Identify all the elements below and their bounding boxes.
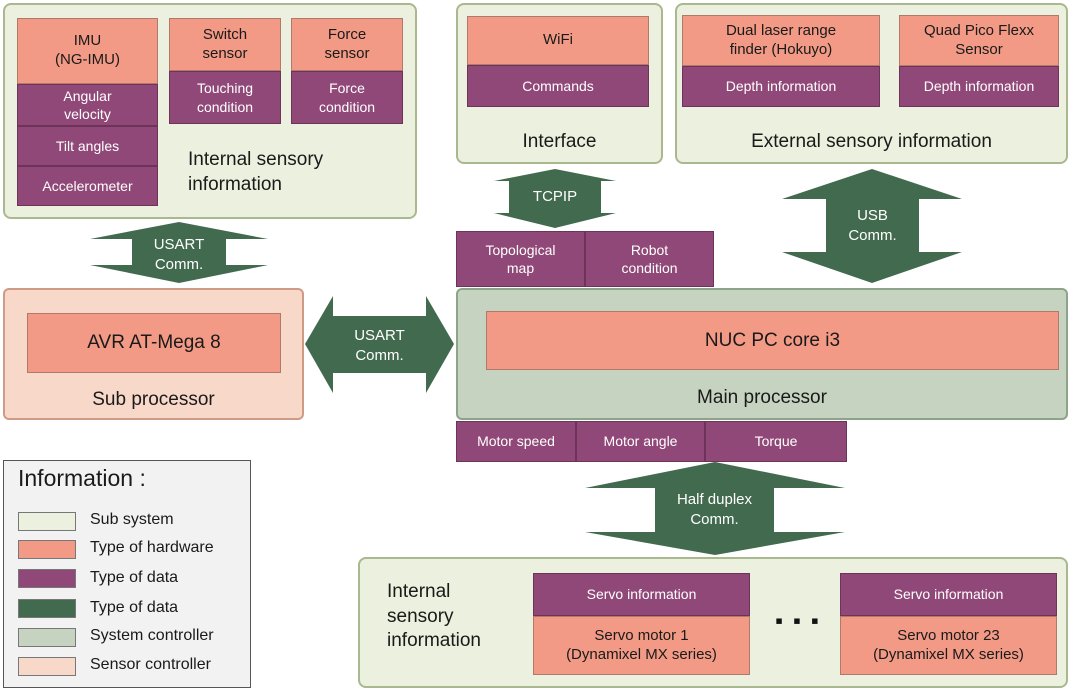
servo23-information-data: Servo information bbox=[840, 573, 1057, 616]
legend-label-sub-system: Sub system bbox=[90, 511, 174, 528]
usart-mid-arrow bbox=[305, 296, 454, 393]
half-duplex-arrow bbox=[585, 462, 845, 555]
legend-swatch-system-controller bbox=[18, 628, 76, 647]
servo-motor-1-hardware: Servo motor 1 (Dynamixel MX series) bbox=[533, 616, 750, 675]
force-sensor-hardware: Force sensor bbox=[291, 18, 403, 71]
internal-sensory-top-title: Internal sensory information bbox=[188, 149, 324, 195]
usb-arrow bbox=[782, 169, 962, 283]
legend-title: Information : bbox=[18, 465, 146, 491]
half-duplex-label: Half duplex Comm. bbox=[676, 491, 753, 528]
usart-top-label: USART Comm. bbox=[153, 236, 205, 273]
robot-condition-data: Robot condition bbox=[585, 231, 714, 287]
interface-title: Interface bbox=[522, 131, 597, 152]
tcpip-arrow bbox=[494, 169, 616, 228]
force-condition-data: Force condition bbox=[291, 71, 403, 124]
internal-sensory-bottom-title: Internal sensory information bbox=[387, 581, 481, 652]
wifi-hardware: WiFi bbox=[467, 16, 649, 65]
sub-processor-title: Sub processor bbox=[92, 389, 215, 410]
nuc-chip-hardware: NUC PC core i3 bbox=[486, 311, 1059, 370]
avr-chip-hardware: AVR AT-Mega 8 bbox=[27, 313, 281, 373]
laser-range-finder-hardware: Dual laser range finder (Hokuyo) bbox=[682, 15, 880, 66]
ellipsis-dots: ▪ ▪ ▪ bbox=[775, 608, 821, 633]
servo-motor-23-hardware: Servo motor 23 (Dynamixel MX series) bbox=[840, 616, 1057, 675]
imu-hardware: IMU (NG-IMU) bbox=[17, 18, 158, 84]
legend-label-system-controller: System controller bbox=[90, 627, 214, 644]
legend-label-data: Type of data bbox=[90, 569, 179, 586]
accelerometer-data: Accelerometer bbox=[17, 166, 158, 206]
legend-swatch-sub-system bbox=[18, 512, 76, 531]
legend-swatch-hardware bbox=[18, 540, 76, 559]
pico-flexx-hardware: Quad Pico Flexx Sensor bbox=[899, 15, 1059, 66]
legend-label-comm: Type of data bbox=[90, 599, 179, 616]
topological-map-data: Topological map bbox=[456, 231, 585, 287]
pico-depth-data: Depth information bbox=[899, 66, 1059, 107]
legend-swatch-sensor-controller bbox=[18, 657, 76, 676]
legend-swatch-comm bbox=[18, 599, 76, 618]
commands-data: Commands bbox=[467, 65, 649, 107]
torque-data: Torque bbox=[705, 421, 847, 462]
usart-mid-label: USART Comm. bbox=[354, 327, 405, 364]
servo1-information-data: Servo information bbox=[533, 573, 750, 616]
external-sensory-title: External sensory information bbox=[751, 131, 992, 152]
main-processor-title: Main processor bbox=[697, 387, 827, 408]
legend-label-sensor-controller: Sensor controller bbox=[90, 656, 211, 673]
tcpip-label: TCPIP bbox=[532, 188, 578, 205]
switch-sensor-hardware: Switch sensor bbox=[169, 18, 281, 71]
motor-speed-data: Motor speed bbox=[456, 421, 576, 462]
legend-label-hardware: Type of hardware bbox=[90, 539, 214, 556]
motor-angle-data: Motor angle bbox=[576, 421, 705, 462]
usart-top-arrow bbox=[90, 222, 268, 283]
angular-velocity-data: Angular velocity bbox=[17, 84, 158, 126]
tilt-angles-data: Tilt angles bbox=[17, 126, 158, 166]
legend-swatch-data bbox=[18, 569, 76, 588]
laser-depth-data: Depth information bbox=[682, 66, 880, 107]
touching-condition-data: Touching condition bbox=[169, 71, 281, 124]
usb-label: USB Comm. bbox=[848, 207, 897, 244]
legend: Information : Sub system Type of hardwar… bbox=[3, 460, 251, 688]
